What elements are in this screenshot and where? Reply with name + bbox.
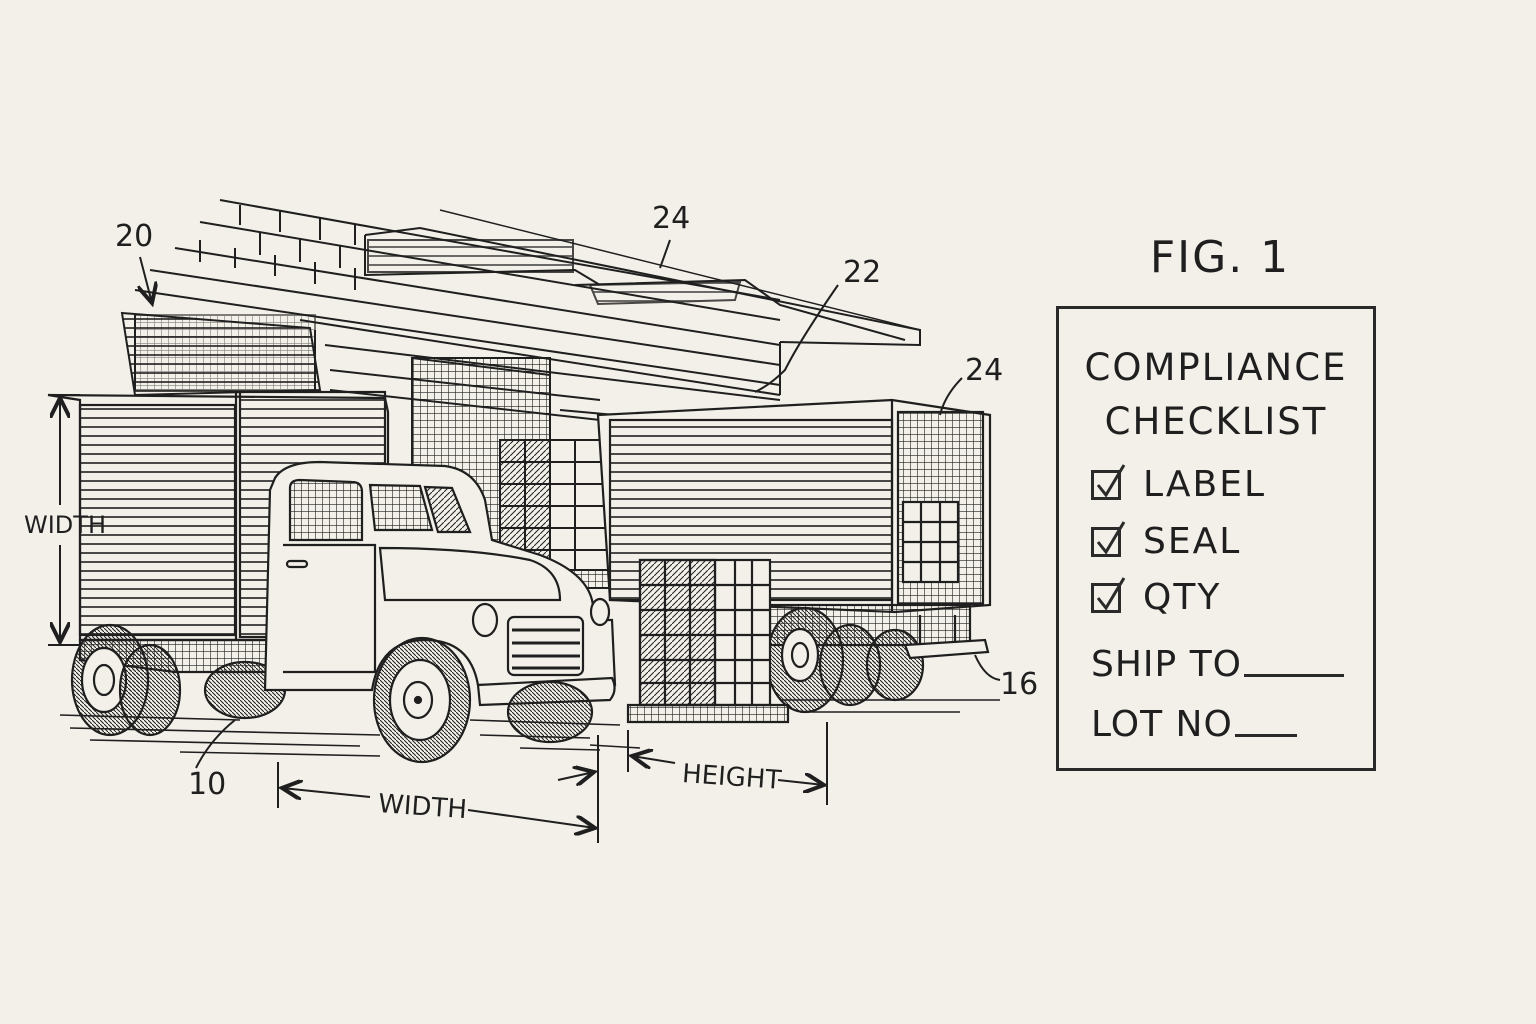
lot-no-field: LOT NO xyxy=(1091,704,1297,745)
checklist-item-seal: SEAL xyxy=(1091,520,1242,562)
dimension-label-width-vertical: WIDTH xyxy=(24,511,106,539)
checklist-item-text: LABEL xyxy=(1143,464,1267,505)
checklist-item-qty: QTY xyxy=(1091,576,1222,618)
checkbox-checked-icon xyxy=(1091,463,1126,500)
checklist-title-line1: COMPLIANCE xyxy=(1084,346,1348,389)
checklist-item-label: LABEL xyxy=(1091,463,1267,505)
compliance-checklist: COMPLIANCE CHECKLIST LABEL SEAL QTY SHIP… xyxy=(1056,306,1376,771)
ref-numeral-10: 10 xyxy=(188,767,226,802)
ref-numeral-16: 16 xyxy=(1000,667,1038,702)
checkbox-checked-icon xyxy=(1091,520,1126,557)
figure-title: FIG. 1 xyxy=(1149,232,1291,283)
checkbox-checked-icon xyxy=(1091,576,1126,613)
ref-numeral-22: 22 xyxy=(843,255,881,290)
checklist-item-text: SEAL xyxy=(1143,521,1242,562)
ground-shading xyxy=(59,699,1000,757)
lot-no-label: LOT NO xyxy=(1091,704,1233,745)
ref-numeral-24-canopy: 24 xyxy=(652,201,690,236)
checklist-title: COMPLIANCE CHECKLIST xyxy=(1059,341,1373,449)
lot-no-blank xyxy=(1234,734,1297,737)
checklist-item-text: QTY xyxy=(1143,577,1222,618)
ship-to-label: SHIP TO xyxy=(1091,644,1243,685)
ref-numeral-20: 20 xyxy=(115,219,153,254)
checklist-title-line2: CHECKLIST xyxy=(1104,400,1328,443)
stacked-pallet-back xyxy=(499,439,641,589)
ref-numeral-24-trailer: 24 xyxy=(965,353,1003,388)
dimension-lines xyxy=(48,394,827,843)
ship-to-blank xyxy=(1244,674,1345,677)
ship-to-field: SHIP TO xyxy=(1091,644,1345,685)
leader-lines xyxy=(140,239,1001,769)
box-truck-left xyxy=(47,390,617,764)
dimension-label-width-horizontal: WIDTH xyxy=(377,789,468,825)
stacked-pallet-front xyxy=(626,558,790,724)
dimension-label-height: HEIGHT xyxy=(681,759,782,796)
